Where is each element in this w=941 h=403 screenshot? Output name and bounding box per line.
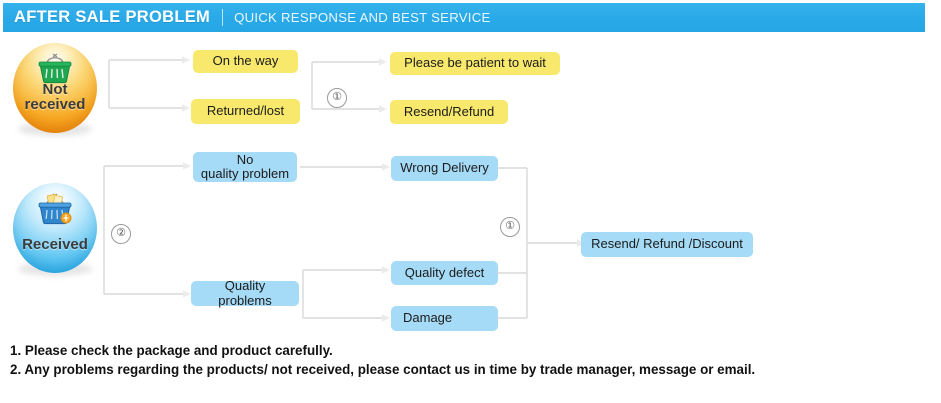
header-bar: AFTER SALE PROBLEM QUICK RESPONSE AND BE… bbox=[3, 3, 925, 32]
footer-notes: 1. Please check the package and product … bbox=[10, 341, 920, 379]
sphere-label-not-received: Not received bbox=[24, 80, 86, 114]
connector-received-merge bbox=[497, 162, 587, 324]
node-resend-refund-discount[interactable]: Resend/ Refund /Discount bbox=[581, 232, 753, 257]
connector-quality-problems-split bbox=[302, 265, 392, 322]
node-resend-refund[interactable]: Resend/Refund bbox=[390, 100, 508, 124]
connector-to-wrong-delivery bbox=[300, 160, 392, 174]
node-returned-lost[interactable]: Returned/lost bbox=[191, 99, 300, 124]
sphere-received: Received bbox=[13, 183, 97, 276]
node-no-quality-problem[interactable]: No quality problem bbox=[193, 152, 297, 182]
page-title: AFTER SALE PROBLEM bbox=[14, 8, 211, 26]
note-line-1: 1. Please check the package and product … bbox=[10, 343, 333, 358]
sphere-label-received: Received bbox=[22, 236, 88, 254]
marker-one-row2: ① bbox=[500, 217, 520, 237]
node-quality-problems[interactable]: Quality problems bbox=[191, 278, 299, 307]
shopping-basket-icon bbox=[35, 52, 75, 91]
node-damage[interactable]: Damage bbox=[391, 306, 498, 331]
header-subtitle: QUICK RESPONSE AND BEST SERVICE bbox=[234, 10, 491, 25]
marker-one-row1: ① bbox=[327, 88, 347, 108]
connector-not-received-split bbox=[108, 55, 194, 113]
marker-two-row2: ② bbox=[111, 224, 131, 244]
node-please-be-patient-to-wait[interactable]: Please be patient to wait bbox=[390, 52, 560, 75]
connector-not-received-merge bbox=[311, 58, 391, 113]
sphere-not-received: Not received bbox=[13, 43, 97, 136]
header-divider bbox=[222, 9, 224, 26]
shopping-basket-icon bbox=[34, 192, 76, 233]
node-quality-defect[interactable]: Quality defect bbox=[391, 261, 498, 285]
node-on-the-way[interactable]: On the way bbox=[193, 50, 298, 73]
node-wrong-delivery[interactable]: Wrong Delivery bbox=[391, 156, 498, 181]
note-line-2: 2. Any problems regarding the products/ … bbox=[10, 362, 756, 377]
